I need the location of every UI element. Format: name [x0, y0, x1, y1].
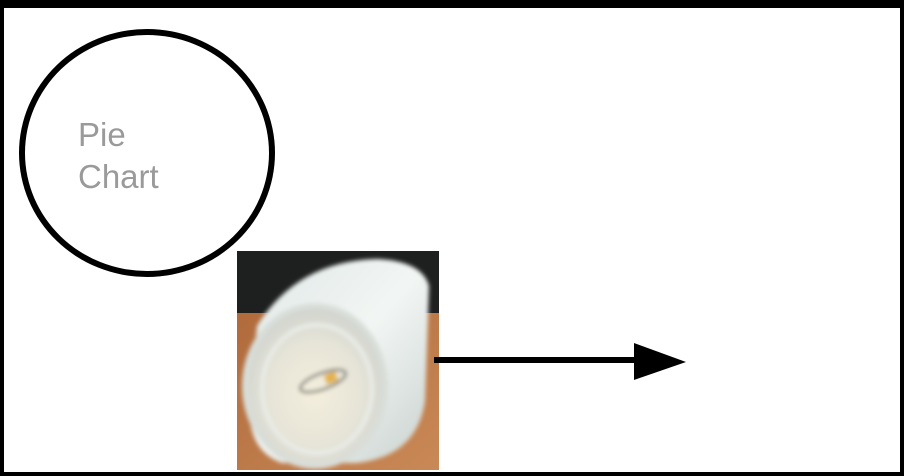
right-arrow: [434, 338, 694, 388]
cylinder-photo-image: [237, 251, 439, 470]
pie-chart-label: Pie Chart: [78, 114, 159, 198]
cylinder-photo: [237, 251, 439, 470]
